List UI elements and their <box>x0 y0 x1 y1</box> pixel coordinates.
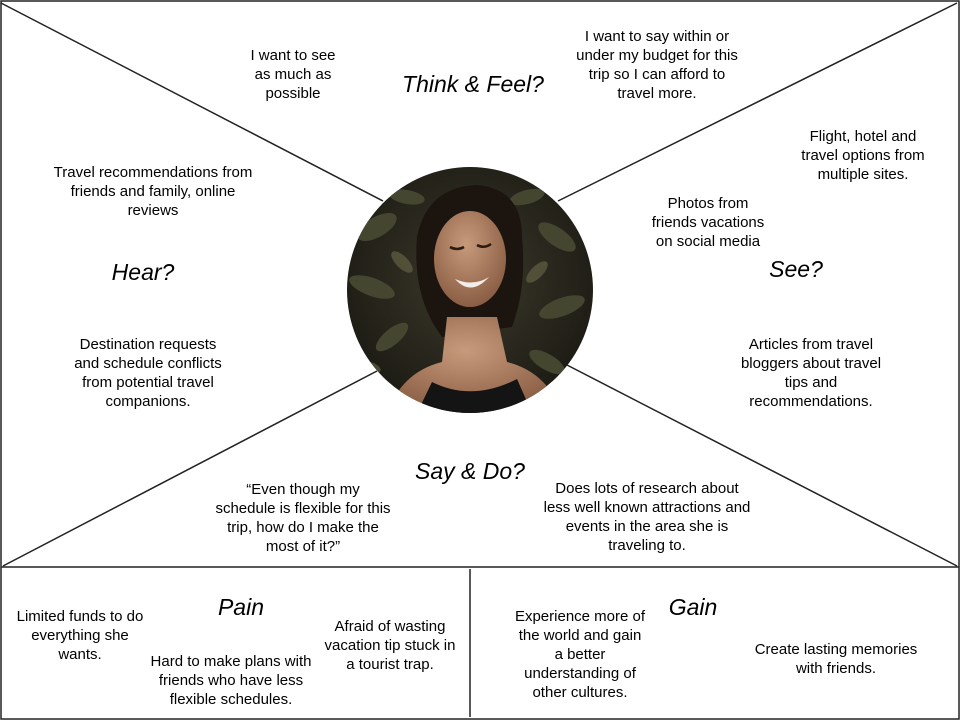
note-experience-more: Experience more of the world and gain a … <box>514 608 646 701</box>
note-recommendations: Travel recommendations from friends and … <box>53 164 253 219</box>
divider-top-right <box>557 2 958 202</box>
note-tourist-trap: Afraid of wasting vacation tip stuck in … <box>324 618 456 673</box>
divider-bottom-right <box>566 364 958 567</box>
note-flight-hotel: Flight, hotel and travel options from mu… <box>801 128 925 183</box>
persona-photo <box>347 167 593 413</box>
note-articles: Articles from travel bloggers about trav… <box>740 336 882 410</box>
heading-pain: Pain <box>217 594 265 620</box>
heading-hear: Hear? <box>111 259 175 285</box>
heading-gain: Gain <box>668 594 718 620</box>
note-limited-funds: Limited funds to do everything she wants… <box>16 608 144 663</box>
note-destination-requests: Destination requests and schedule confli… <box>74 336 222 410</box>
note-quote: “Even though my schedule is flexible for… <box>215 481 391 555</box>
heading-think-feel: Think & Feel? <box>402 71 544 97</box>
note-photos: Photos from friends vacations on social … <box>651 195 765 250</box>
heading-say-do: Say & Do? <box>415 458 525 484</box>
divider-top-left <box>0 2 384 202</box>
divider-bottom-left <box>2 370 378 567</box>
note-hard-to-plan: Hard to make plans with friends who have… <box>150 653 312 708</box>
note-see-as-much: I want to see as much as possible <box>250 47 336 102</box>
note-budget: I want to say within or under my budget … <box>576 28 738 102</box>
heading-see: See? <box>769 256 823 282</box>
note-research: Does lots of research about less well kn… <box>543 480 751 554</box>
note-lasting-memories: Create lasting memories with friends. <box>754 641 918 677</box>
